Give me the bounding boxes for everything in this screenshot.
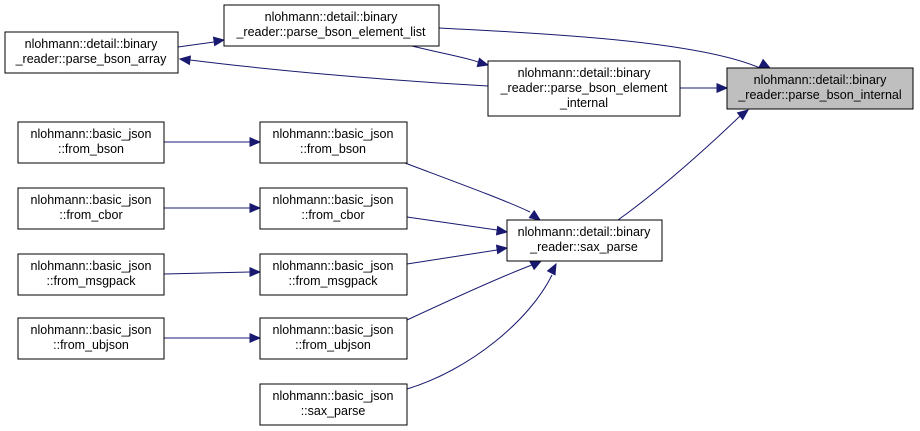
arrowhead-icon bbox=[178, 55, 192, 66]
node-label-line: ::from_bson bbox=[300, 142, 366, 156]
node-label-line: ::from_bson bbox=[58, 142, 124, 156]
node-basic-json-sax-parse[interactable]: nlohmann::basic_json ::sax_parse bbox=[259, 383, 408, 426]
arrowhead-icon bbox=[495, 225, 509, 236]
arrowhead-icon bbox=[529, 260, 543, 271]
node-label-line: _reader::parse_bson_element_list bbox=[235, 25, 426, 39]
node-label-line: nlohmann::basic_json bbox=[273, 127, 394, 141]
node-label-line: _reader::parse_bson_element bbox=[500, 81, 668, 95]
node-label-line: ::from_cbor bbox=[59, 208, 122, 222]
node-parse-bson-element-list[interactable]: nlohmann::detail::binary _reader::parse_… bbox=[223, 4, 440, 47]
edge-line bbox=[617, 115, 741, 221]
node-label-line: nlohmann::detail::binary bbox=[518, 225, 651, 239]
edge-fm2-to-sax bbox=[406, 244, 509, 265]
edge-fb2-to-sax bbox=[404, 162, 542, 221]
node-from-bson-caller[interactable]: nlohmann::basic_json ::from_bson bbox=[17, 121, 165, 164]
edge-line bbox=[406, 264, 533, 321]
arrowhead-icon bbox=[249, 333, 262, 343]
node-from-ubjson[interactable]: nlohmann::basic_json ::from_ubjson bbox=[259, 317, 408, 360]
node-label-line: nlohmann::basic_json bbox=[31, 193, 152, 207]
edge-line bbox=[406, 216, 498, 231]
edge-line bbox=[411, 45, 479, 63]
node-label-line: nlohmann::detail::binary bbox=[518, 66, 651, 80]
arrowhead-icon bbox=[546, 262, 557, 276]
edge-fb1-to-fb2 bbox=[164, 137, 262, 147]
node-label-line: nlohmann::basic_json bbox=[273, 259, 394, 273]
edge-fc1-to-fc2 bbox=[164, 203, 262, 213]
node-label-line: nlohmann::basic_json bbox=[31, 323, 152, 337]
edge-line bbox=[438, 27, 761, 69]
node-label-line: ::from_cbor bbox=[301, 208, 364, 222]
arrowhead-icon bbox=[249, 137, 262, 147]
edge-sp-to-sax bbox=[406, 262, 557, 390]
edge-elem-to-internal bbox=[680, 83, 729, 93]
node-from-cbor[interactable]: nlohmann::basic_json ::from_cbor bbox=[259, 187, 408, 230]
arrowhead-icon bbox=[716, 83, 729, 93]
edge-list-to-elem bbox=[411, 45, 490, 68]
arrowhead-icon bbox=[249, 267, 262, 277]
node-from-ubjson-caller[interactable]: nlohmann::basic_json ::from_ubjson bbox=[17, 317, 165, 360]
node-label-line: nlohmann::basic_json bbox=[31, 259, 152, 273]
edge-line bbox=[406, 274, 553, 390]
node-label-line: nlohmann::basic_json bbox=[273, 193, 394, 207]
arrowhead-icon bbox=[249, 203, 262, 213]
edge-line bbox=[406, 249, 498, 265]
node-label-line: ::from_ubjson bbox=[295, 338, 371, 352]
edge-line bbox=[177, 41, 215, 48]
node-parse-bson-element-internal[interactable]: nlohmann::detail::binary _reader::parse_… bbox=[487, 60, 681, 117]
edge-sax-to-internal bbox=[617, 109, 750, 221]
node-label-line: ::from_msgpack bbox=[289, 274, 379, 288]
node-binary-reader-sax-parse[interactable]: nlohmann::detail::binary _reader::sax_pa… bbox=[506, 219, 663, 262]
edge-layer bbox=[163, 27, 772, 390]
node-label-line: nlohmann::basic_json bbox=[273, 323, 394, 337]
node-from-msgpack-caller[interactable]: nlohmann::basic_json ::from_msgpack bbox=[17, 253, 165, 296]
arrowhead-icon bbox=[212, 36, 226, 47]
edge-elem-to-array bbox=[178, 55, 489, 87]
node-label-line: ::sax_parse bbox=[301, 404, 366, 418]
arrowhead-icon bbox=[758, 58, 772, 69]
node-from-cbor-caller[interactable]: nlohmann::basic_json ::from_cbor bbox=[17, 187, 165, 230]
arrowhead-icon bbox=[495, 244, 509, 255]
node-label-line: _internal bbox=[559, 96, 608, 110]
edge-array-to-list bbox=[177, 36, 226, 48]
arrowhead-icon bbox=[736, 109, 750, 121]
edge-fu2-to-sax bbox=[406, 260, 543, 321]
node-label-line: _reader::parse_bson_array bbox=[15, 52, 168, 66]
node-label-line: nlohmann::detail::binary bbox=[754, 73, 887, 87]
node-from-msgpack[interactable]: nlohmann::basic_json ::from_msgpack bbox=[259, 253, 408, 296]
node-label-line: nlohmann::detail::binary bbox=[265, 10, 398, 24]
arrowhead-icon bbox=[476, 57, 490, 68]
node-label-line: nlohmann::basic_json bbox=[31, 127, 152, 141]
edge-fu1-to-fu2 bbox=[164, 333, 262, 343]
node-label-line: _reader::sax_parse bbox=[529, 240, 638, 254]
edge-line bbox=[404, 162, 531, 213]
edge-fm1-to-fm2 bbox=[163, 267, 262, 277]
node-parse-bson-internal[interactable]: nlohmann::detail::binary _reader::parse_… bbox=[726, 67, 914, 110]
node-label-line: _reader::parse_bson_internal bbox=[737, 88, 901, 102]
node-label-line: ::from_msgpack bbox=[47, 274, 137, 288]
arrowhead-icon bbox=[528, 209, 542, 221]
node-from-bson[interactable]: nlohmann::basic_json ::from_bson bbox=[259, 121, 408, 164]
edge-line bbox=[189, 59, 489, 87]
node-label-line: nlohmann::detail::binary bbox=[25, 37, 158, 51]
node-parse-bson-array[interactable]: nlohmann::detail::binary _reader::parse_… bbox=[4, 31, 179, 74]
edge-line bbox=[163, 271, 251, 275]
edge-fc2-to-sax bbox=[406, 216, 509, 236]
node-label-line: nlohmann::basic_json bbox=[273, 389, 394, 403]
node-label-line: ::from_ubjson bbox=[53, 338, 129, 352]
